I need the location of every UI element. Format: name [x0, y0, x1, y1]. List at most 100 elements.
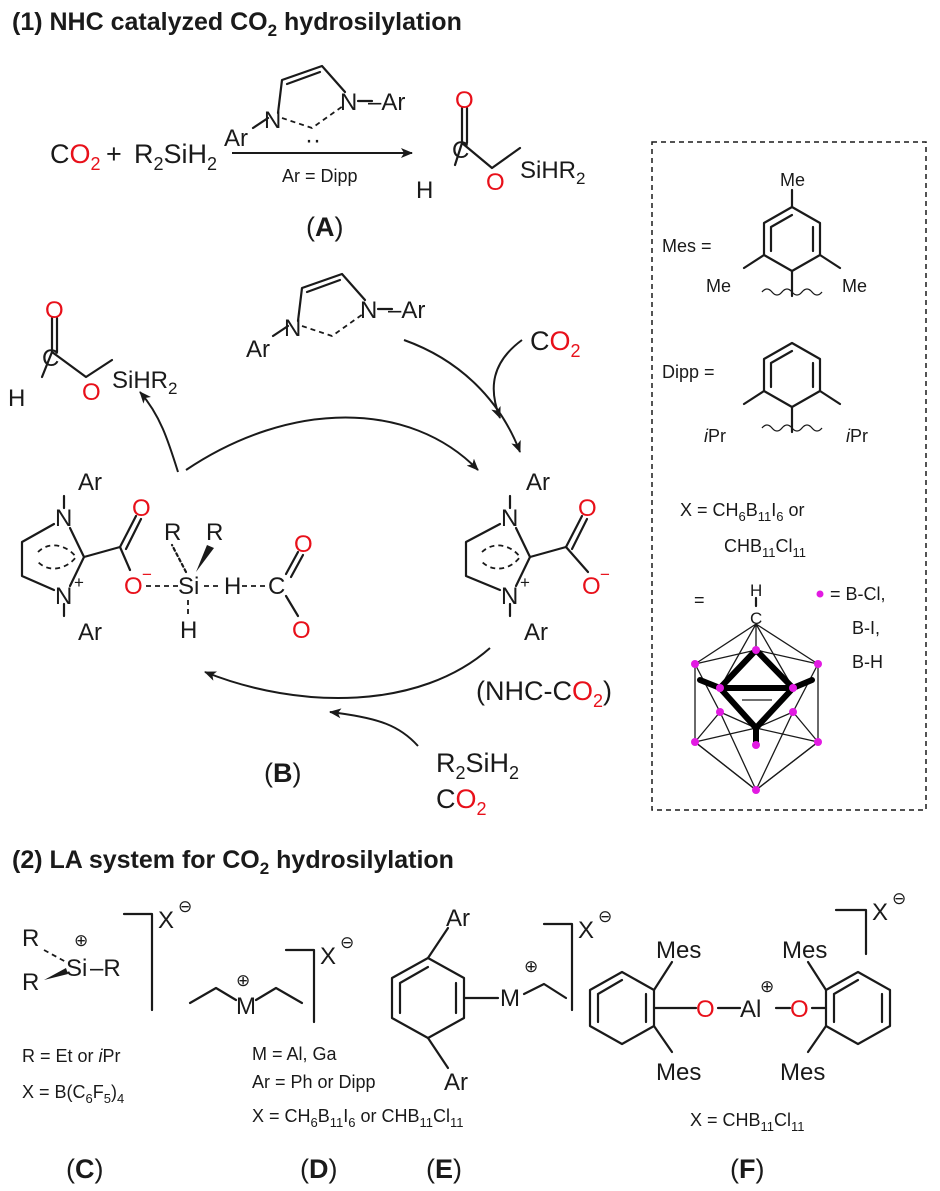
mes-me-right: Me: [842, 276, 867, 296]
cycle-product-h: H: [8, 385, 25, 412]
product-c: C: [452, 137, 469, 164]
cage-vertex: [716, 684, 724, 692]
de-notes: M = Al, Ga Ar = Ph or Dipp X = CH6B11I6 …: [252, 1044, 464, 1130]
int-o-formate-top: O: [294, 531, 313, 558]
adduct-ar-top: Ar: [526, 469, 550, 496]
f-al: Al: [740, 996, 761, 1023]
reaction-a: CO2 + R2SiH2 N N Ar –Ar ·· Ar = Dipp O C…: [50, 64, 585, 242]
nhc-co2-adduct: Ar N N + Ar O O −: [464, 469, 610, 646]
dot-key-marker: [816, 590, 824, 598]
int-n-bottom: N: [55, 583, 72, 610]
legend-x-line2: CHB11Cl11: [724, 536, 806, 560]
adduct-ar-bottom: Ar: [524, 619, 548, 646]
f-counter: X: [872, 899, 888, 926]
d-counter: X: [320, 943, 336, 970]
e-metal: M: [500, 985, 520, 1012]
dipp-ipr-left: iPr: [704, 426, 726, 446]
free-nhc-ar-right: –Ar: [388, 297, 425, 324]
cage-h: H: [750, 581, 762, 600]
int-minus: −: [142, 565, 152, 584]
f-mes-br: Mes: [780, 1059, 825, 1086]
carborane-cage: H C: [691, 581, 822, 794]
dipp-label: Dipp =: [662, 362, 715, 382]
e-ar-top: Ar: [446, 905, 470, 932]
d-plus: ⊕: [236, 971, 250, 990]
nhc-catalyst: N N Ar –Ar ··: [224, 64, 405, 154]
cage-vertex: [752, 646, 760, 654]
int-h-bridge: H: [224, 573, 241, 600]
reaction-co2: CO2: [50, 139, 101, 174]
e-counter-charge: ⊖: [598, 907, 612, 926]
reaction-plus: +: [106, 139, 122, 169]
legend-box: Mes = Me Me Me Dipp = iPr iPr X = CH6B11…: [651, 141, 927, 811]
product-o-top: O: [455, 87, 474, 114]
f-mes-tl: Mes: [656, 937, 701, 964]
f-mes-bl: Mes: [656, 1059, 701, 1086]
compound-f: Mes Mes Mes Mes O Al ⊕ O X ⊖ X = CHB11Cl…: [588, 889, 906, 1184]
arrow-reagents-in: [329, 708, 419, 747]
f-o-right: O: [790, 996, 809, 1023]
int-plus: +: [74, 573, 84, 592]
mes-me-left: Me: [706, 276, 731, 296]
cage-vertex: [691, 738, 699, 746]
int-r1: R: [164, 519, 181, 546]
dot-key-3: B-H: [852, 652, 883, 672]
cycle-reagent-silane: R2SiH2: [436, 748, 519, 783]
reaction-silane: R2SiH2: [134, 139, 217, 174]
c-r-right: –R: [90, 955, 121, 982]
c-si: Si: [66, 955, 87, 982]
adduct-n-bottom: N: [501, 583, 518, 610]
cycle-co2: CO2: [530, 326, 581, 361]
intermediate-b: Ar N N + Ar O O − Si R R H H C O O: [20, 469, 313, 646]
de-note3: X = CH6B11I6 or CHB11Cl11: [252, 1106, 464, 1130]
dipp-structure: iPr iPr: [704, 341, 868, 446]
compound-c: R R Si ⊕ –R X ⊖ R = Et or iPr X = B(C6F5…: [22, 897, 192, 1184]
mes-me-top: Me: [780, 170, 805, 190]
int-n-top: N: [55, 505, 72, 532]
label-f: (F): [730, 1154, 765, 1184]
free-nhc-ar-left: Ar: [246, 336, 270, 363]
adduct-o-minus: O: [582, 573, 601, 600]
legend-border: [651, 141, 927, 811]
cycle-product-o: O: [82, 379, 101, 406]
product-h: H: [416, 177, 433, 204]
arrow-co2-in: [491, 339, 523, 419]
formate-product-cycle: O C H O SiHR2: [8, 297, 177, 412]
free-nhc: N N Ar –Ar: [246, 272, 425, 363]
nhc-lone-pair: ··: [305, 127, 321, 154]
nhc-n-left: N: [264, 107, 281, 134]
nhc-ar-right: –Ar: [368, 89, 405, 116]
f-o-left: O: [696, 996, 715, 1023]
cage-vertex: [814, 660, 822, 668]
catalytic-cycle-b: O C H O SiHR2 N N Ar –Ar CO2: [8, 272, 612, 819]
c-counter: X: [158, 907, 174, 934]
arrow-nhc-in: [403, 339, 521, 453]
adduct-name: (NHC-CO2): [476, 676, 612, 711]
c-r-top: R: [22, 925, 39, 952]
cage-vertex: [691, 660, 699, 668]
de-note2: Ar = Ph or Dipp: [252, 1072, 376, 1092]
c-note1: R = Et or iPr: [22, 1046, 121, 1066]
dot-key-2: B-I,: [852, 618, 880, 638]
free-nhc-n-right: N: [360, 297, 377, 324]
arrow-product-release: [139, 391, 179, 473]
compound-d: M ⊕ X ⊖ (D): [188, 933, 354, 1184]
cage-vertex: [789, 708, 797, 716]
int-o-minus: O: [124, 573, 143, 600]
cycle-product-c: C: [42, 345, 59, 372]
cage-vertex: [752, 741, 760, 749]
f-counter-charge: ⊖: [892, 889, 906, 908]
mesityl-structure: Me Me Me: [706, 170, 867, 298]
cage-vertex: [752, 786, 760, 794]
cage-vertex: [716, 708, 724, 716]
int-r2: R: [206, 519, 223, 546]
label-d: (D): [300, 1154, 338, 1184]
int-ar-top: Ar: [78, 469, 102, 496]
c-plus: ⊕: [74, 931, 88, 950]
free-nhc-n-left: N: [284, 315, 301, 342]
int-o-formate-bottom: O: [292, 617, 311, 644]
c-r-bottom: R: [22, 969, 39, 996]
product-si: SiHR2: [520, 157, 585, 188]
arrow-bottom-cycle: [204, 647, 491, 700]
mes-label: Mes =: [662, 236, 712, 256]
